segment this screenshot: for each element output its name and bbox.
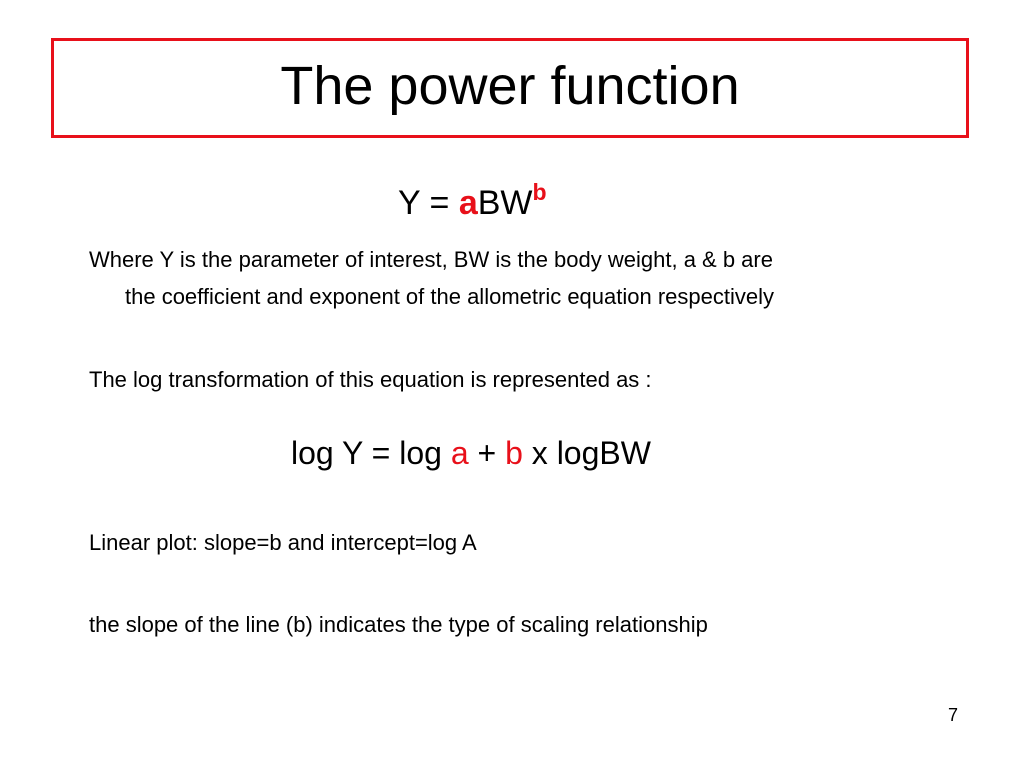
linear-plot-text: Linear plot: slope=b and intercept=log A xyxy=(89,530,477,555)
formula-exponent: b xyxy=(532,179,547,205)
slide-title: The power function xyxy=(280,56,740,116)
log-intro-text: The log transformation of this equation … xyxy=(89,367,652,392)
formula-coefficient: a xyxy=(458,184,478,222)
title-box: The power function xyxy=(51,38,969,138)
formula-lhs: Y = xyxy=(398,184,459,222)
formula-base: BW xyxy=(477,184,533,222)
log-formula-plus: + xyxy=(468,435,506,471)
log-formula: log Y = log a + b x logBW xyxy=(291,437,651,469)
log-formula-part1: log Y = log xyxy=(291,435,451,471)
definition-line-2: the coefficient and exponent of the allo… xyxy=(125,284,774,309)
log-formula-rest: x logBW xyxy=(522,435,651,471)
definition-line-1: Where Y is the parameter of interest, BW… xyxy=(89,247,773,272)
log-formula-a: a xyxy=(450,435,469,471)
power-formula: Y = aBWb xyxy=(398,181,547,222)
log-formula-b: b xyxy=(505,435,523,471)
page-number: 7 xyxy=(948,705,959,725)
slope-note-text: the slope of the line (b) indicates the … xyxy=(89,612,708,637)
